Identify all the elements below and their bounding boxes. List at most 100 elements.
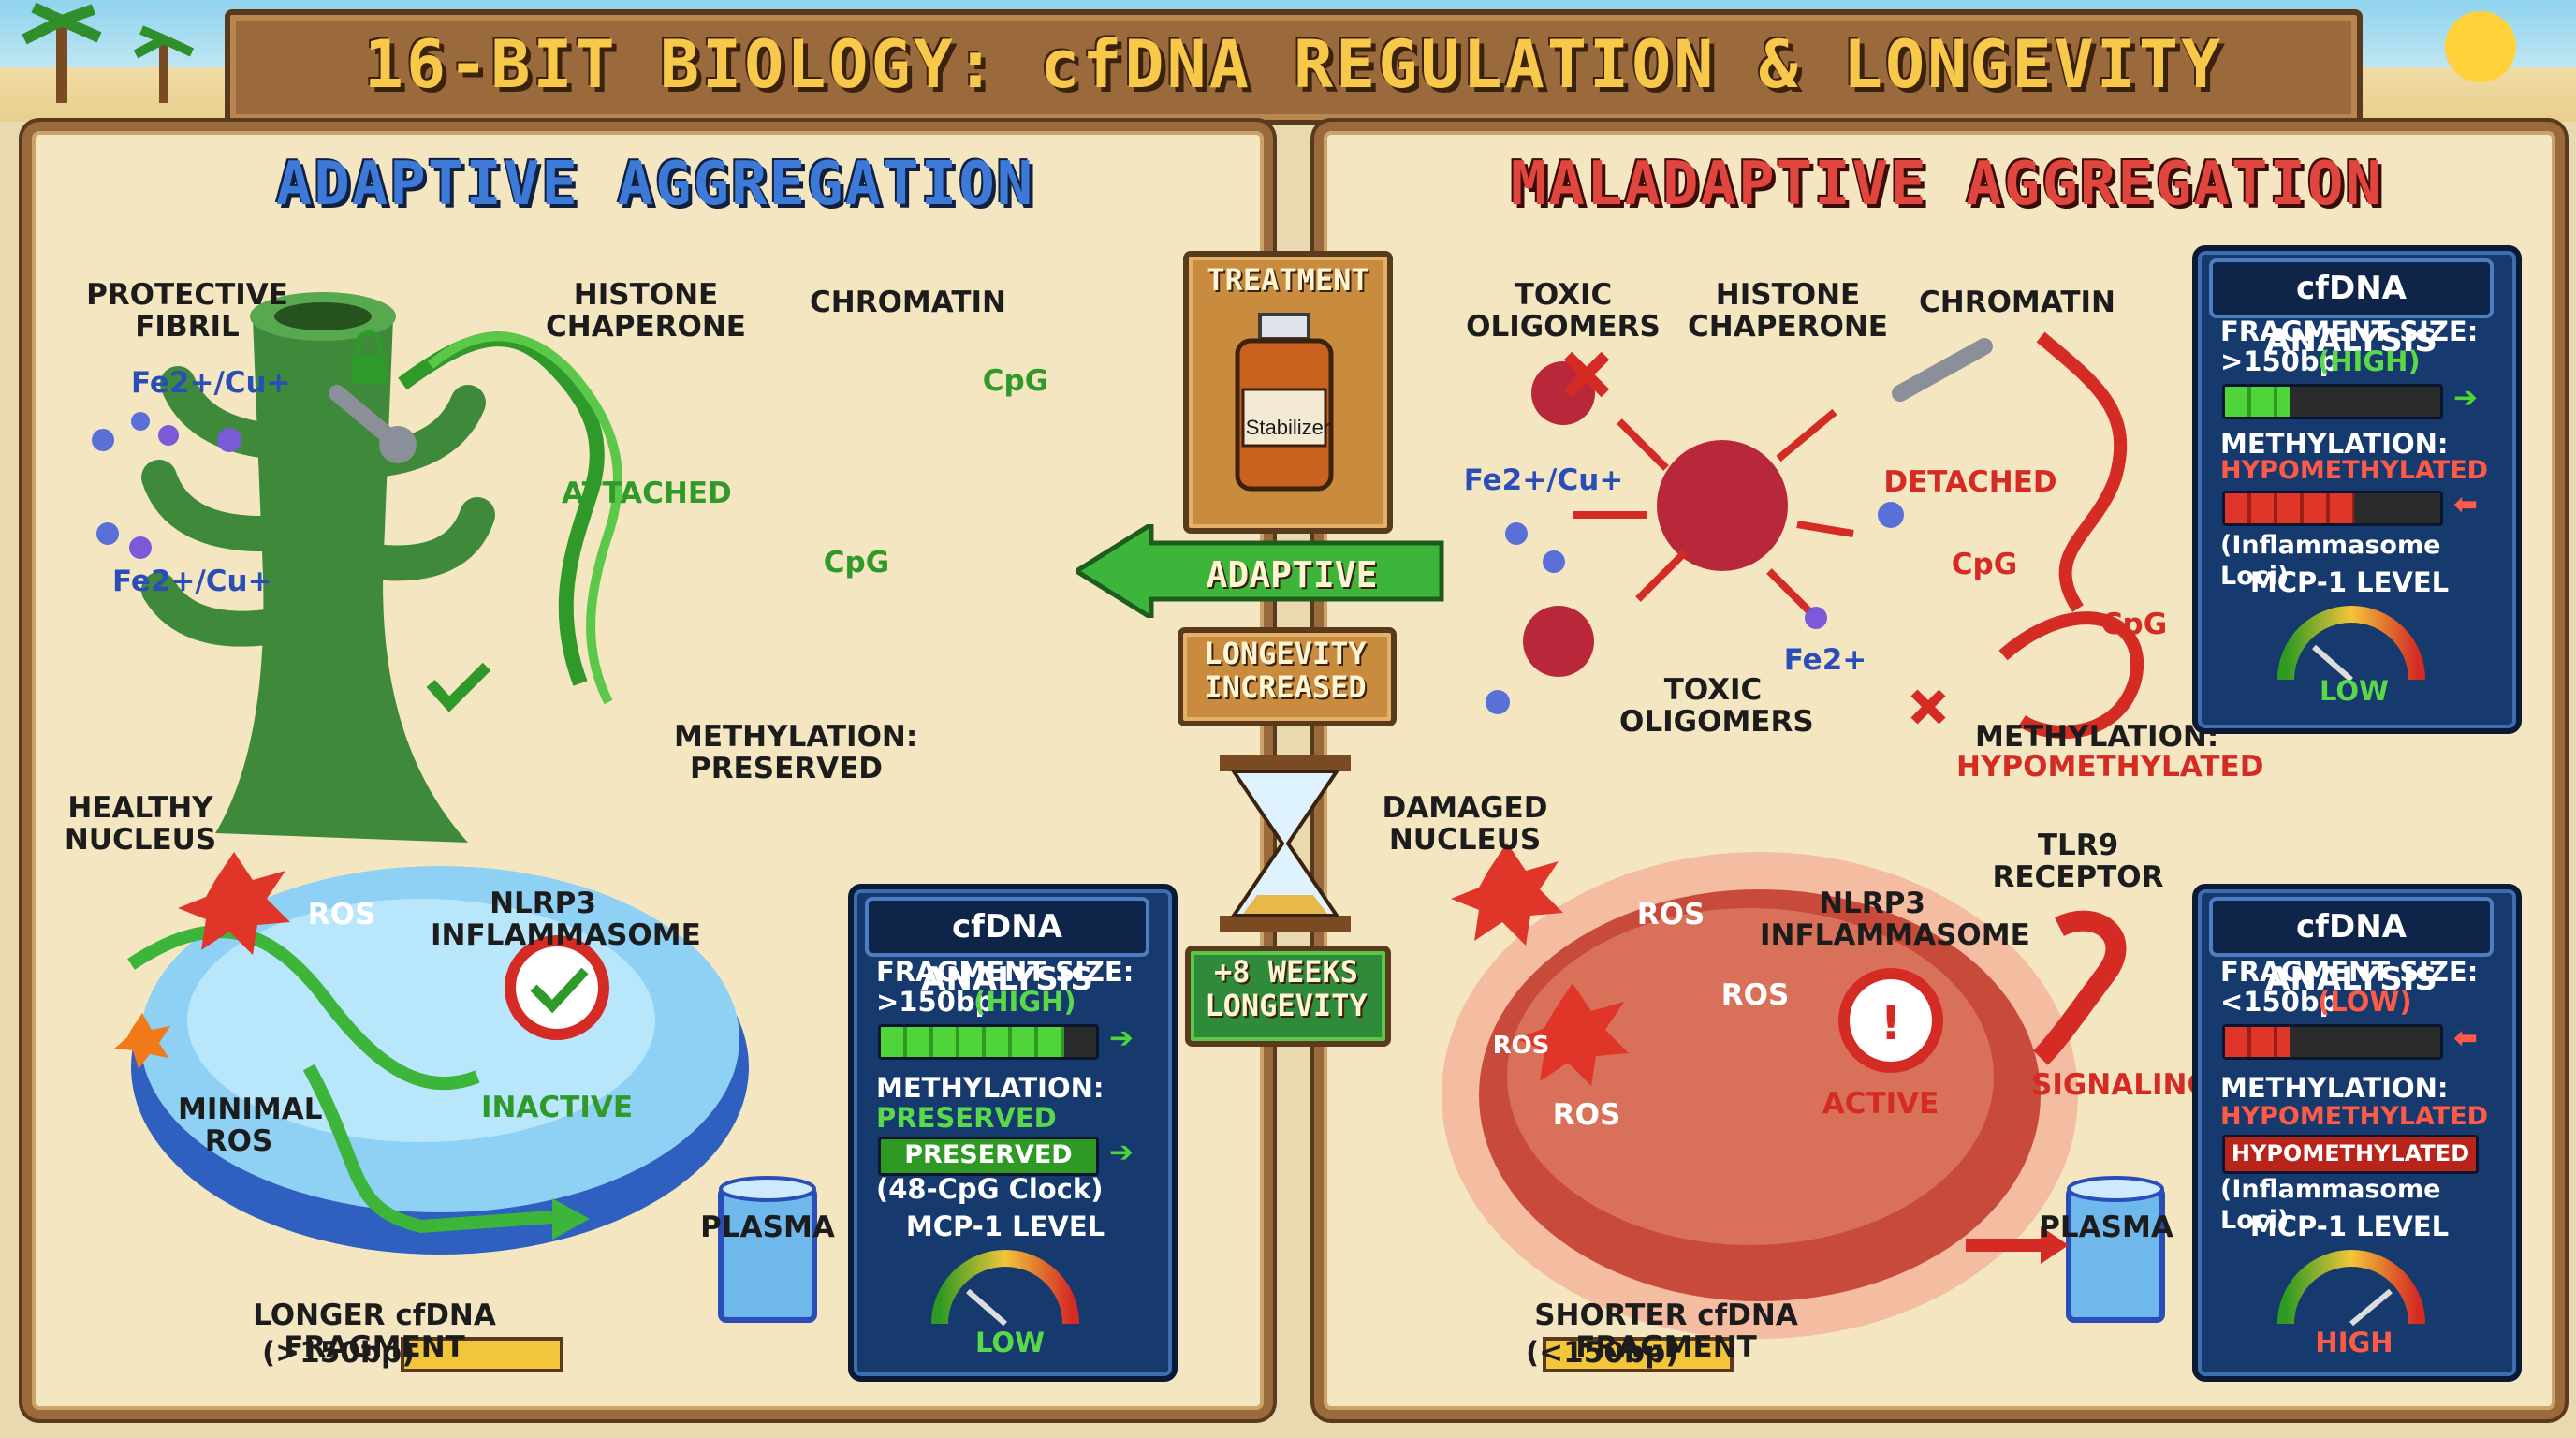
fragment-size-tag: (HIGH)	[2318, 345, 2421, 377]
chromatin-label: CHROMATIN	[810, 286, 1006, 319]
mcp1-gauge-icon	[2277, 606, 2425, 682]
ros-label: ROS	[307, 898, 376, 932]
methylation-value: HYPOMETHYLATED	[2220, 456, 2489, 485]
x-icon	[1910, 689, 1946, 725]
palm-tree-icon	[56, 19, 67, 103]
adaptive-title: ADAPTIVE AGGREGATION	[275, 150, 1035, 219]
ros-burst-icon	[1451, 843, 1563, 946]
cpg-clock-label: (48-CpG Clock)	[876, 1173, 1104, 1205]
loci-label: (Inflammasome Loci)	[2220, 1175, 2441, 1235]
fragment-size-tag: (LOW)	[2318, 986, 2412, 1018]
fragment-size-label: (>150bp)	[262, 1336, 416, 1370]
palm-tree-icon	[159, 37, 168, 103]
active-label: ACTIVE	[1822, 1087, 1939, 1121]
inflammasome-alarm-icon	[1838, 968, 1943, 1073]
arrow-right-icon: ➔	[1109, 1021, 1134, 1055]
treatment-label: TREATMENT	[1207, 262, 1369, 298]
analysis-title: cfDNA ANALYSIS	[2209, 258, 2494, 360]
title-bar	[225, 9, 2363, 125]
fragment-size-bar	[2222, 384, 2443, 419]
toxic-oligomers	[1523, 361, 1788, 677]
signaling-label: SIGNALING	[2031, 1068, 2211, 1102]
longer-fragment-label: LONGER cfDNA FRAGMENT	[253, 1299, 496, 1364]
tlr9-receptor-label: TLR9 RECEPTOR	[1992, 829, 2164, 894]
fragment-size-heading: FRAGMENT SIZE:	[876, 956, 1134, 988]
ros-burst-icon	[1516, 983, 1629, 1086]
fragment-size-bar-fill	[2225, 1027, 2290, 1057]
mcp1-gauge-icon	[2277, 1250, 2425, 1327]
wrench-icon	[1892, 338, 1993, 402]
cpg-label: CpG	[823, 546, 890, 580]
arrow-right-icon: ➔	[1109, 1136, 1134, 1169]
methylation-heading: METHYLATION:	[1975, 720, 2219, 754]
adaptive-arrow-icon	[1076, 524, 1444, 618]
histone-chaperone-label: HISTONE CHAPERONE	[1688, 278, 1888, 344]
stabilizer-bottle-icon	[1235, 313, 1334, 492]
cfdna-analysis-panel	[2192, 884, 2522, 1382]
fragment-size-bar	[878, 1024, 1099, 1060]
longevity-increased-box	[1178, 627, 1397, 726]
chromatin-helix	[398, 331, 622, 705]
ion-label: Fe2+	[1783, 643, 1867, 677]
fragment-size-value: >150bp	[876, 986, 995, 1018]
fragment-size-bar-fill	[2225, 387, 2290, 417]
adaptive-label: ADAPTIVE	[1206, 554, 1378, 595]
toxic-oligomers-label: TOXIC OLIGOMERS	[1466, 278, 1661, 344]
analysis-title: cfDNA ANALYSIS	[865, 897, 1149, 998]
methylation-heading: METHYLATION:	[2220, 1072, 2449, 1104]
cpg-label: CpG	[1951, 548, 2018, 581]
histone-chaperone-label: HISTONE CHAPERONE	[546, 278, 746, 344]
ion-label: Fe2+/Cu+	[131, 366, 291, 400]
arrow-left-icon: ⬅	[2453, 1021, 2478, 1055]
chromatin-helix	[2036, 331, 2128, 612]
plasma-glass-icon	[2066, 1186, 2165, 1323]
inactive-label: INACTIVE	[480, 1091, 634, 1124]
ros-label: ROS	[1492, 1032, 1550, 1060]
mcp1-value: HIGH	[2315, 1327, 2393, 1358]
mcp1-value: LOW	[2319, 675, 2390, 707]
fragment-size-heading: FRAGMENT SIZE:	[2220, 956, 2479, 988]
minimal-ros-label: MINIMAL ROS	[178, 1093, 323, 1158]
healthy-nucleus-label: HEALTHY NUCLEUS	[64, 791, 217, 857]
arrow-left-icon: ⬅	[2453, 488, 2478, 521]
chromatin-label: CHROMATIN	[1919, 286, 2115, 319]
sun-icon	[2445, 11, 2516, 82]
fragment-size-bar	[2222, 1024, 2443, 1060]
analysis-title: cfDNA ANALYSIS	[2209, 897, 2494, 998]
methylation-bar-fill	[2225, 493, 2354, 523]
ros-burst-icon	[178, 852, 290, 955]
bottle-label: Stabilizer	[1245, 416, 1331, 439]
inflammasome-alarm-icon	[505, 935, 609, 1040]
protective-fibril-label: PROTECTIVE FIBRIL	[86, 278, 288, 344]
weeks-longevity-label: +8 WEEKS LONGEVITY	[1205, 954, 1368, 1023]
methylation-badge: HYPOMETHYLATED	[2222, 1135, 2479, 1174]
detached-label: DETACHED	[1883, 465, 2057, 499]
longevity-increased-label: LONGEVITY INCREASED	[1204, 636, 1367, 705]
methylation-value: HYPOMETHYLATED	[1956, 750, 2264, 784]
nucleus-dna	[127, 925, 480, 1091]
ion-label: Fe2+/Cu+	[112, 565, 272, 598]
fragment-size-value: <150bp	[2220, 986, 2339, 1018]
loci-label: (Inflammasome Loci)	[2220, 531, 2441, 591]
cpg-label: CpG	[982, 364, 1049, 398]
plasma-glass-icon	[718, 1186, 817, 1323]
nlrp3-label: NLRP3 INFLAMMASOME	[431, 887, 701, 952]
tlr9-receptor-icon	[2033, 910, 2127, 1065]
ruler-icon	[401, 1337, 564, 1372]
ion-label: Fe2+/Cu+	[1463, 463, 1624, 497]
fragment-size-heading: FRAGMENT SIZE:	[2220, 315, 2479, 347]
page-title: 16-BIT BIOLOGY: cfDNA REGULATION & LONGE…	[363, 26, 2224, 103]
nlrp3-label: NLRP3 INFLAMMASOME	[1760, 887, 2030, 952]
ros-label: ROS	[1636, 898, 1705, 932]
ruler-icon	[1543, 1337, 1734, 1372]
methylation-preserved-label: METHYLATION: PRESERVED	[674, 720, 918, 785]
minimal-ros-icon	[114, 1013, 170, 1069]
lock-icon	[351, 356, 387, 384]
mcp1-gauge-icon	[931, 1250, 1079, 1327]
wrench-icon	[329, 385, 402, 448]
mcp1-heading: MCP-1 LEVEL	[2249, 566, 2450, 598]
shorter-fragment-label: SHORTER cfDNA FRAGMENT	[1534, 1299, 1798, 1364]
methylation-bar	[2222, 491, 2443, 526]
maladaptive-title: MALADAPTIVE AGGREGATION	[1510, 150, 2384, 219]
toxic-oligomers-label: TOXIC OLIGOMERS	[1619, 673, 1814, 739]
